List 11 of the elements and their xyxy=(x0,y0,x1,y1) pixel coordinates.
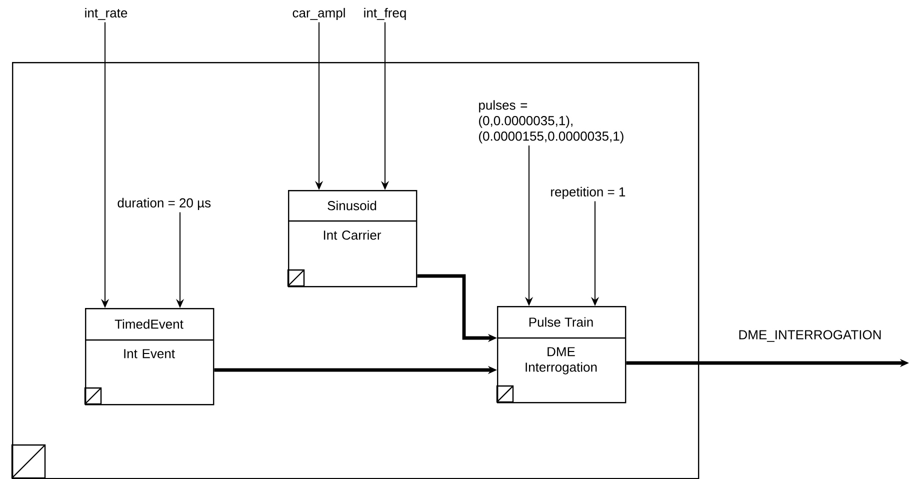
parameter-text: int_rate xyxy=(85,8,128,20)
parameter-text: repetition = 1 xyxy=(551,186,626,200)
block-box: TimedEvent Int Event xyxy=(84,308,214,406)
parameter-text: car_ampl xyxy=(292,8,345,20)
block-box: Sinusoid Int Carrier xyxy=(287,190,418,288)
parameter-text: int_freq xyxy=(364,8,406,20)
parameter-text: pulses = (0,0.0000035,1), (0.0000155,0.0000035,1) xyxy=(479,100,624,144)
block-box: Pulse Train DME Interrogation xyxy=(496,306,626,404)
parameter-text: duration = 20 µs xyxy=(118,198,211,210)
edge-label: DME_INTERROGATION xyxy=(737,329,883,343)
subsystem-frame xyxy=(12,62,700,479)
